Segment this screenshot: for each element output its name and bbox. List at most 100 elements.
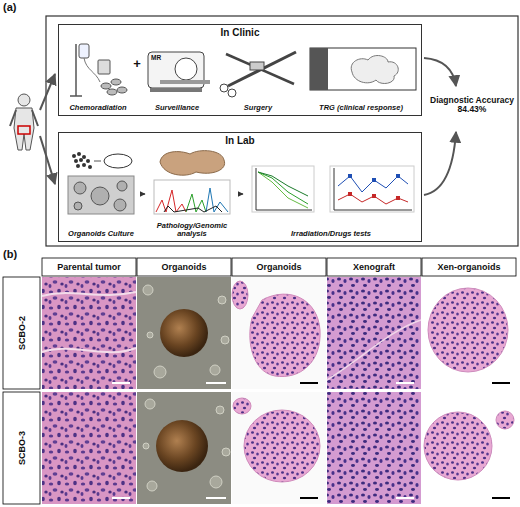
flow-arrow: [40, 136, 55, 184]
dose-response-chart: [334, 168, 412, 210]
node-text: Irradiation/Drugs tests: [291, 230, 371, 240]
organoid-culture-icon: [74, 182, 86, 194]
xenograft-image: [327, 277, 421, 389]
organoid-section-image: [244, 410, 320, 482]
brightfield-image: [143, 285, 229, 378]
histology-image: [42, 392, 136, 504]
organoid-culture-icon: [94, 161, 101, 162]
xen-organoid-image: [422, 392, 516, 504]
organoid-section-image: [232, 277, 326, 504]
trg-slide-icon: [310, 48, 328, 90]
table-grid: [3, 258, 516, 504]
dose-response-chart: [372, 178, 376, 182]
xen-organoid-image: [422, 277, 516, 389]
surgery-icon: [226, 54, 294, 84]
iv-drip-icon: [70, 95, 82, 97]
brightfield-image: [137, 392, 231, 504]
xen-organoid-image: [428, 288, 508, 372]
stage-panel: In ClinicChemoradiationSurveillanceSurge…: [58, 24, 422, 116]
flow-connector: [239, 193, 243, 194]
brightfield-image: [156, 420, 208, 472]
surgery-icon: [250, 62, 264, 70]
node-text: In Clinic: [59, 25, 421, 39]
brightfield-image: [145, 399, 155, 409]
dose-response-chart: [348, 192, 352, 196]
pill-icon: [117, 87, 127, 93]
xen-organoid-image: [424, 412, 492, 480]
organoid-section-image: [250, 294, 320, 376]
brightfield-image: [160, 309, 208, 357]
organoid-culture-icon: [74, 202, 82, 210]
dose-response-chart: [252, 166, 414, 212]
dose-response-chart: [330, 166, 414, 212]
scanner-mark: MR: [151, 54, 167, 61]
organoid-section-image: [232, 392, 326, 504]
organoid-culture-icon: [68, 152, 134, 214]
brightfield-image: [137, 277, 231, 389]
organoid-section-image: [300, 382, 318, 384]
organoid-section-image: [232, 281, 248, 309]
column-header: Parental tumor: [42, 258, 136, 276]
column-header: Organoids: [232, 258, 326, 276]
iv-drip-icon: [70, 44, 110, 96]
iv-drip-icon: [79, 44, 89, 58]
brightfield-image: [154, 366, 166, 378]
dose-response-chart: [396, 196, 400, 200]
plus-sign: +: [131, 57, 143, 71]
node-text: TRG (clinical response): [319, 104, 403, 114]
pathology-genomic-icon: [206, 188, 228, 212]
step-item: Chemoradiation: [64, 40, 132, 114]
organoid-culture-icon: [104, 154, 132, 168]
flow-arrow: [40, 74, 55, 110]
pathology-genomic-icon: [160, 151, 225, 176]
patient-figure: [18, 126, 30, 134]
mri-scanner-icon: [160, 80, 210, 84]
dose-response-chart: [396, 174, 400, 178]
dose-response-chart: [252, 166, 314, 212]
panel-letter: (b): [3, 248, 29, 260]
xenograft-image: [327, 392, 421, 504]
flow-arrow: [424, 58, 456, 86]
organoid-culture-icon: [72, 154, 76, 158]
table-grid: [3, 277, 40, 389]
table-grid: [42, 258, 136, 276]
brightfield-image: [218, 296, 226, 304]
step-item: TRG (clinical response): [304, 40, 418, 114]
dose-response-chart: [348, 174, 400, 182]
xen-organoid-image: [496, 411, 514, 429]
trg-slide-icon: [351, 56, 398, 84]
organoid-culture-icon: [79, 158, 83, 162]
organoid-culture-icon: [68, 176, 134, 214]
node-text: In Lab: [59, 133, 421, 147]
step-item: Surgery: [218, 40, 298, 114]
mri-scanner-icon: [150, 88, 202, 92]
organoid-culture-icon: [74, 181, 127, 211]
xenograft-image: [396, 497, 414, 499]
brightfield-image: [221, 336, 229, 344]
column-header: Xenograft: [327, 258, 421, 276]
panel-frame: [46, 16, 518, 246]
row-label: SCBO-3: [15, 392, 29, 504]
brightfield-image: [147, 481, 157, 491]
brightfield-image: [143, 443, 149, 449]
panel-letter: (a): [3, 1, 29, 13]
pill-icon: [101, 79, 127, 95]
histology-image: [42, 348, 136, 352]
trg-slide-icon: [310, 48, 416, 90]
flow-connector: [141, 193, 145, 194]
organoid-culture-icon: [82, 155, 86, 159]
table-grid: [422, 258, 516, 276]
organoid-section-image: [232, 277, 326, 389]
brightfield-image: [143, 399, 230, 491]
brightfield-image: [216, 406, 224, 414]
histology-image: [42, 277, 136, 504]
xen-organoid-image: [422, 277, 516, 504]
iv-drip-icon: [98, 60, 110, 74]
step-item: Pathology/Genomic analysis: [146, 148, 238, 240]
dose-response-chart: [258, 172, 308, 208]
node-text: Surgery: [244, 104, 272, 114]
pathology-genomic-icon: [164, 206, 222, 212]
step-item: Irradiation/Drugs tests: [244, 148, 418, 240]
